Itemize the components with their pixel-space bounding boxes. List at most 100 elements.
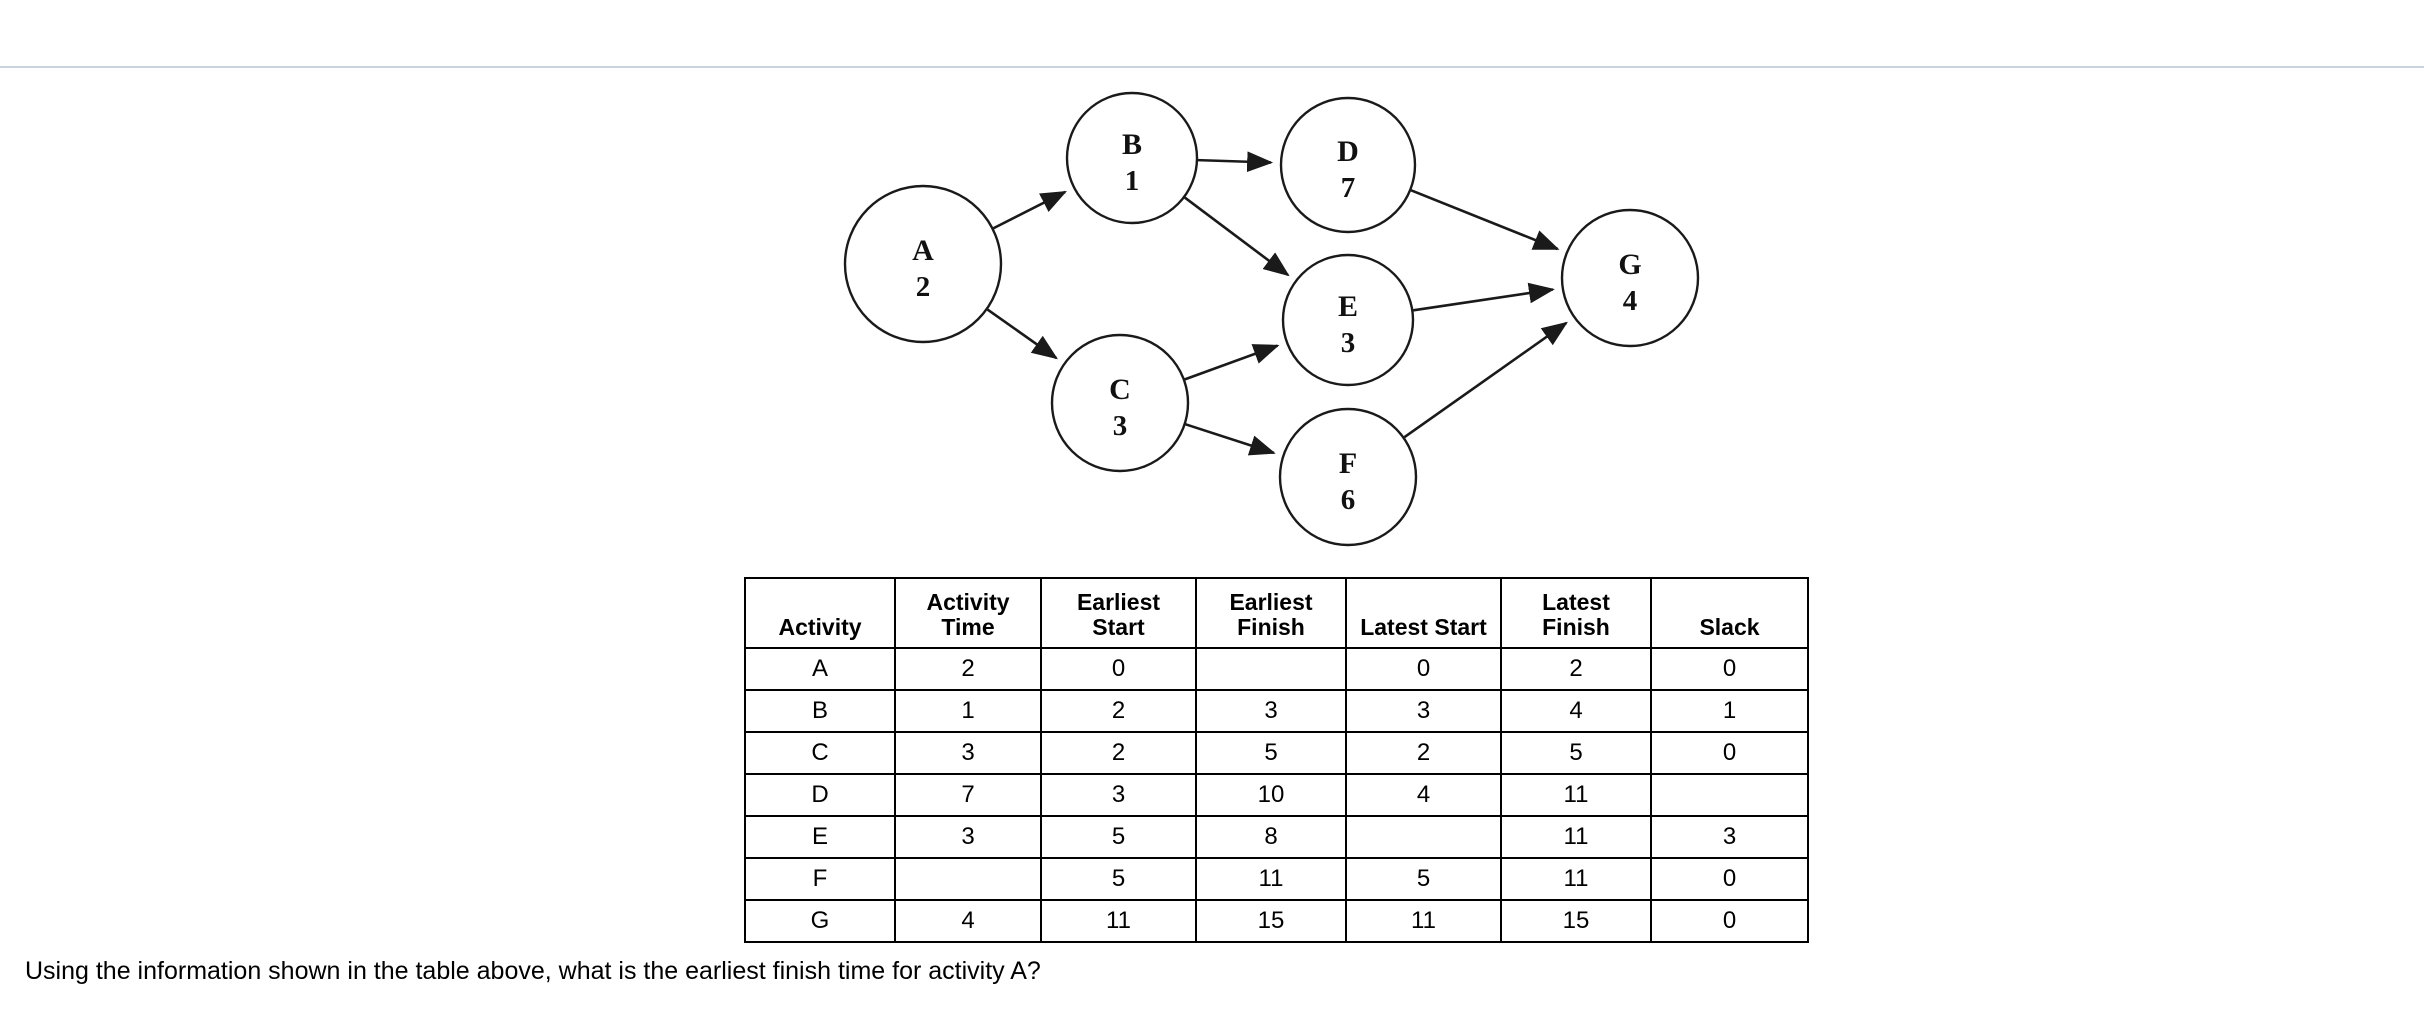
column-header-activity-time: Activity Time [894, 577, 1042, 649]
node-circle-f [1278, 407, 1418, 547]
cell-earliest-start: 3 [1040, 773, 1197, 817]
cell-latest-finish: 11 [1500, 857, 1652, 901]
cell-slack: 0 [1650, 731, 1809, 775]
cell-earliest-start: 2 [1040, 731, 1197, 775]
node-a: A2 [843, 184, 1003, 344]
cell-latest-finish: 15 [1500, 899, 1652, 943]
cell-activity-time [894, 857, 1042, 901]
cell-latest-finish: 2 [1500, 647, 1652, 691]
node-label-e: E [1338, 290, 1358, 323]
cell-latest-finish: 4 [1500, 689, 1652, 733]
node-label-d: D [1337, 135, 1359, 168]
edge-d-to-g [1410, 189, 1560, 251]
node-circle-b [1065, 91, 1199, 225]
edge-e-to-g [1413, 282, 1555, 312]
column-header-earliest-finish: Earliest Finish [1195, 577, 1347, 649]
cell-slack [1650, 773, 1809, 817]
cell-activity: E [744, 815, 896, 859]
node-label-g: G [1618, 248, 1641, 281]
node-duration-e: 3 [1341, 327, 1356, 359]
cell-latest-start: 0 [1345, 647, 1502, 691]
node-circle-d [1279, 96, 1417, 234]
cell-activity-time: 1 [894, 689, 1042, 733]
cell-earliest-start: 11 [1040, 899, 1197, 943]
cell-latest-start [1345, 815, 1502, 859]
cell-earliest-finish: 15 [1195, 899, 1347, 943]
node-label-c: C [1109, 373, 1131, 406]
cpm-schedule-table: Activity Activity Time Earliest Start Ea… [744, 577, 1809, 943]
edge-c-to-f [1185, 423, 1276, 456]
cell-activity: F [744, 857, 896, 901]
cell-earliest-finish [1195, 647, 1347, 691]
cell-activity: A [744, 647, 896, 691]
node-circle-g [1560, 208, 1700, 348]
cell-earliest-finish: 8 [1195, 815, 1347, 859]
node-label-f: F [1339, 447, 1357, 480]
cell-latest-finish: 5 [1500, 731, 1652, 775]
edge-b-to-e [1184, 196, 1290, 277]
cell-latest-finish: 11 [1500, 815, 1652, 859]
cell-slack: 0 [1650, 899, 1809, 943]
cell-slack: 3 [1650, 815, 1809, 859]
cell-latest-start: 11 [1345, 899, 1502, 943]
node-circle-e [1281, 253, 1415, 387]
node-g: G4 [1560, 208, 1700, 348]
node-c: C3 [1050, 333, 1190, 473]
edge-a-to-c [986, 308, 1058, 360]
node-duration-b: 1 [1125, 165, 1140, 197]
column-header-earliest-start: Earliest Start [1040, 577, 1197, 649]
node-label-b: B [1122, 128, 1142, 161]
cell-earliest-start: 5 [1040, 857, 1197, 901]
cell-earliest-finish: 11 [1195, 857, 1347, 901]
cell-earliest-finish: 5 [1195, 731, 1347, 775]
question-text: Using the information shown in the table… [25, 957, 1041, 985]
edge-c-to-e [1184, 344, 1280, 381]
cell-latest-start: 4 [1345, 773, 1502, 817]
cell-activity-time: 3 [894, 731, 1042, 775]
node-duration-c: 3 [1113, 410, 1128, 442]
cell-earliest-start: 2 [1040, 689, 1197, 733]
column-header-latest-finish: Latest Finish [1500, 577, 1652, 649]
node-f: F6 [1278, 407, 1418, 547]
node-label-a: A [912, 234, 934, 267]
column-header-slack: Slack [1650, 577, 1809, 649]
cell-earliest-finish: 10 [1195, 773, 1347, 817]
node-d: D7 [1279, 96, 1417, 234]
cell-activity-time: 7 [894, 773, 1042, 817]
cell-slack: 0 [1650, 647, 1809, 691]
node-b: B1 [1065, 91, 1199, 225]
cell-latest-start: 5 [1345, 857, 1502, 901]
cell-earliest-start: 0 [1040, 647, 1197, 691]
cell-latest-finish: 11 [1500, 773, 1652, 817]
cell-latest-start: 3 [1345, 689, 1502, 733]
edge-b-to-d [1197, 151, 1274, 173]
cell-latest-start: 2 [1345, 731, 1502, 775]
cell-activity: G [744, 899, 896, 943]
cell-slack: 1 [1650, 689, 1809, 733]
cell-activity: C [744, 731, 896, 775]
node-circle-a [843, 184, 1003, 344]
cell-activity-time: 3 [894, 815, 1042, 859]
cell-activity: B [744, 689, 896, 733]
cell-earliest-start: 5 [1040, 815, 1197, 859]
cell-activity-time: 4 [894, 899, 1042, 943]
edge-f-to-g [1403, 321, 1568, 439]
edge-a-to-b [992, 190, 1067, 230]
column-header-latest-start: Latest Start [1345, 577, 1502, 649]
node-circle-c [1050, 333, 1190, 473]
node-duration-g: 4 [1623, 285, 1638, 317]
cell-activity-time: 2 [894, 647, 1042, 691]
cell-slack: 0 [1650, 857, 1809, 901]
node-e: E3 [1281, 253, 1415, 387]
top-divider-rule [0, 66, 2424, 68]
